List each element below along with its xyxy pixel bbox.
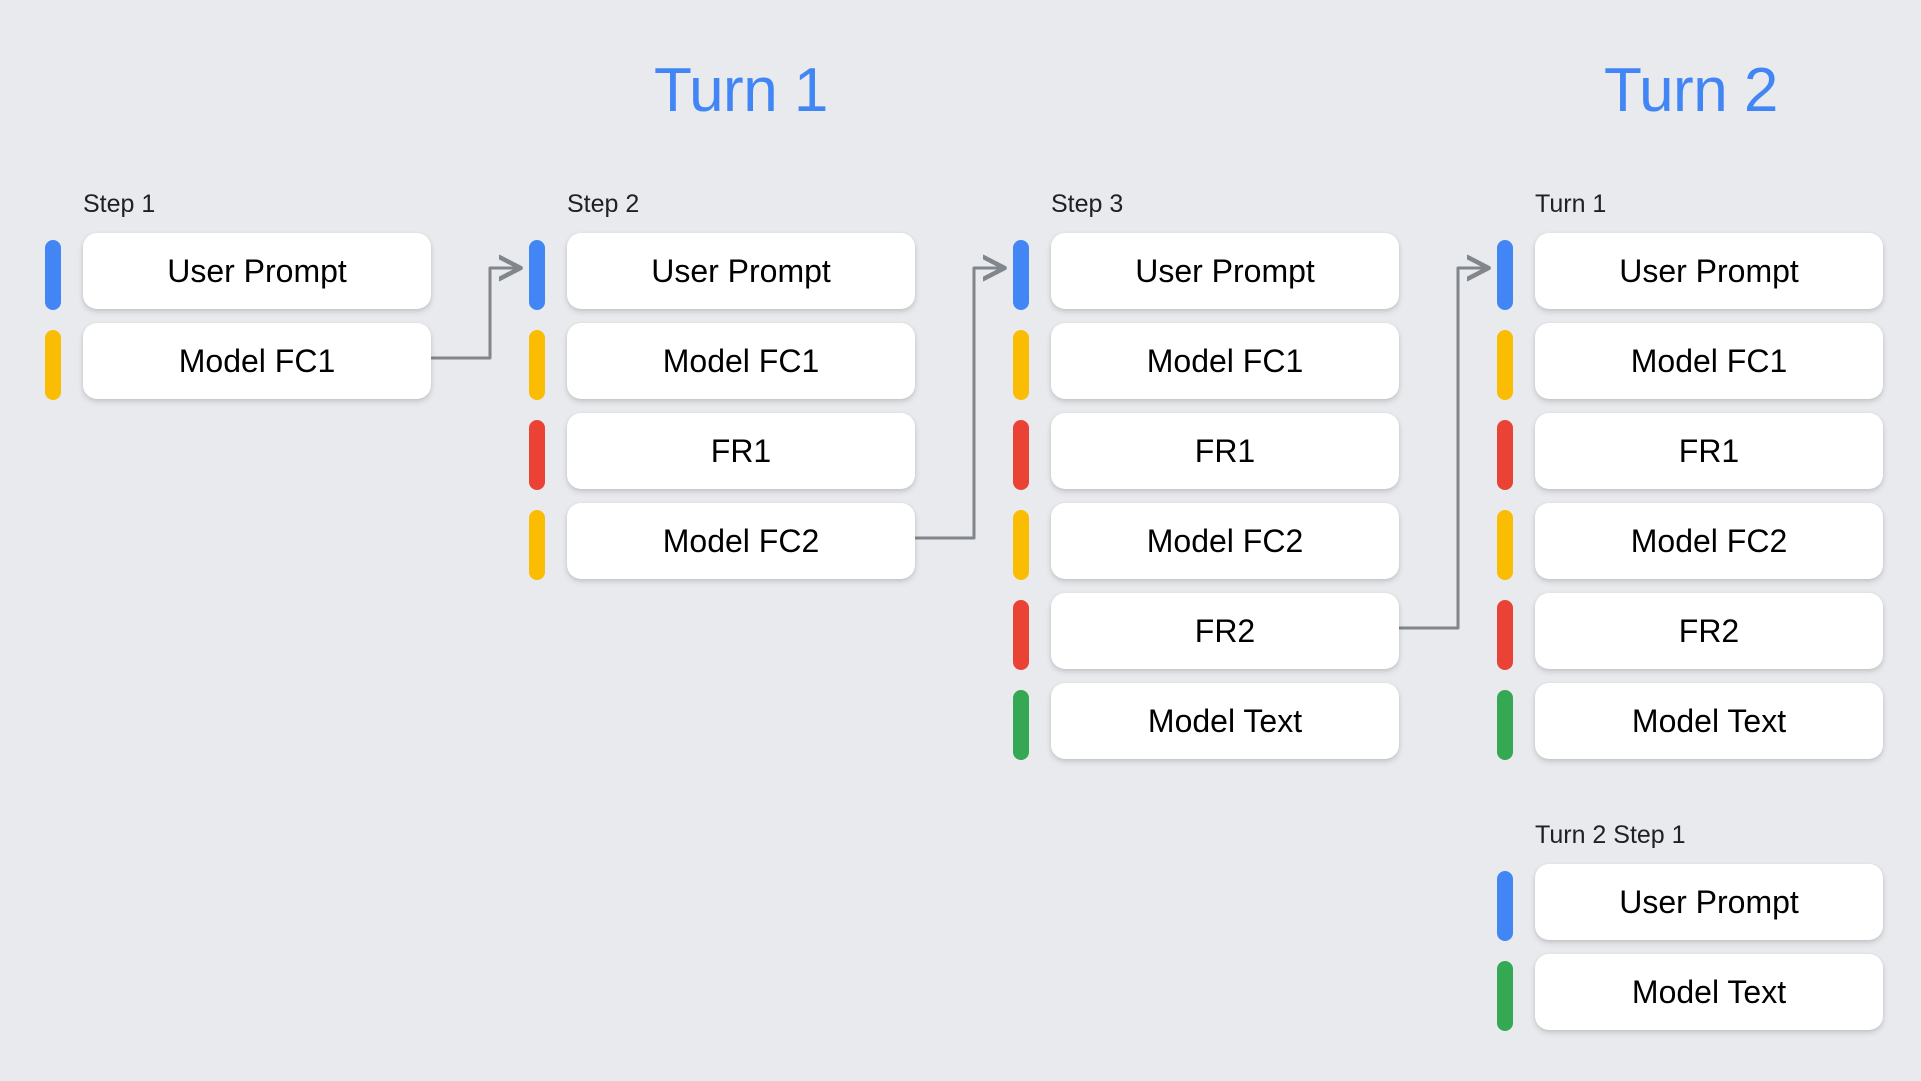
column-label-turn-2-step-1: Turn 2 Step 1	[1535, 821, 1686, 849]
event-box[interactable]: FR2	[1535, 593, 1883, 669]
yellow-status-bar-icon	[1013, 510, 1029, 580]
column-label-turn-2-turn-1: Turn 1	[1535, 190, 1607, 218]
yellow-status-bar-icon	[45, 330, 61, 400]
event-box[interactable]: FR2	[1051, 593, 1399, 669]
event-box[interactable]: Model FC1	[567, 323, 915, 399]
connector-step1-to-step2	[430, 268, 520, 360]
green-status-bar-icon	[1497, 690, 1513, 760]
event-box[interactable]: User Prompt	[1535, 864, 1883, 940]
connector-step2-to-step3	[914, 268, 1004, 540]
event-box[interactable]: Model FC1	[83, 323, 431, 399]
column-label-step-2: Step 2	[567, 190, 640, 218]
column-label-step-1: Step 1	[83, 190, 156, 218]
blue-status-bar-icon	[1497, 871, 1513, 941]
event-box[interactable]: User Prompt	[567, 233, 915, 309]
blue-status-bar-icon	[1013, 240, 1029, 310]
red-status-bar-icon	[1497, 600, 1513, 670]
yellow-status-bar-icon	[529, 510, 545, 580]
column-label-step-3: Step 3	[1051, 190, 1124, 218]
turn-2-header: Turn 2	[1604, 56, 1778, 125]
red-status-bar-icon	[1013, 420, 1029, 490]
event-box[interactable]: FR1	[567, 413, 915, 489]
event-box[interactable]: Model FC1	[1535, 323, 1883, 399]
event-box[interactable]: FR1	[1051, 413, 1399, 489]
event-box[interactable]: Model Text	[1535, 683, 1883, 759]
event-box[interactable]: User Prompt	[1051, 233, 1399, 309]
green-status-bar-icon	[1497, 961, 1513, 1031]
blue-status-bar-icon	[1497, 240, 1513, 310]
event-box[interactable]: Model FC2	[1051, 503, 1399, 579]
red-status-bar-icon	[1013, 600, 1029, 670]
blue-status-bar-icon	[45, 240, 61, 310]
yellow-status-bar-icon	[1497, 510, 1513, 580]
event-box[interactable]: Model FC2	[567, 503, 915, 579]
event-box[interactable]: User Prompt	[1535, 233, 1883, 309]
green-status-bar-icon	[1013, 690, 1029, 760]
yellow-status-bar-icon	[1497, 330, 1513, 400]
event-box[interactable]: Model FC2	[1535, 503, 1883, 579]
event-box[interactable]: FR1	[1535, 413, 1883, 489]
event-box[interactable]: User Prompt	[83, 233, 431, 309]
turn-1-header: Turn 1	[654, 56, 828, 125]
yellow-status-bar-icon	[1013, 330, 1029, 400]
event-box[interactable]: Model FC1	[1051, 323, 1399, 399]
red-status-bar-icon	[529, 420, 545, 490]
yellow-status-bar-icon	[529, 330, 545, 400]
event-box[interactable]: Model Text	[1051, 683, 1399, 759]
red-status-bar-icon	[1497, 420, 1513, 490]
event-box[interactable]: Model Text	[1535, 954, 1883, 1030]
connector-step3-to-turn2	[1398, 268, 1488, 630]
blue-status-bar-icon	[529, 240, 545, 310]
